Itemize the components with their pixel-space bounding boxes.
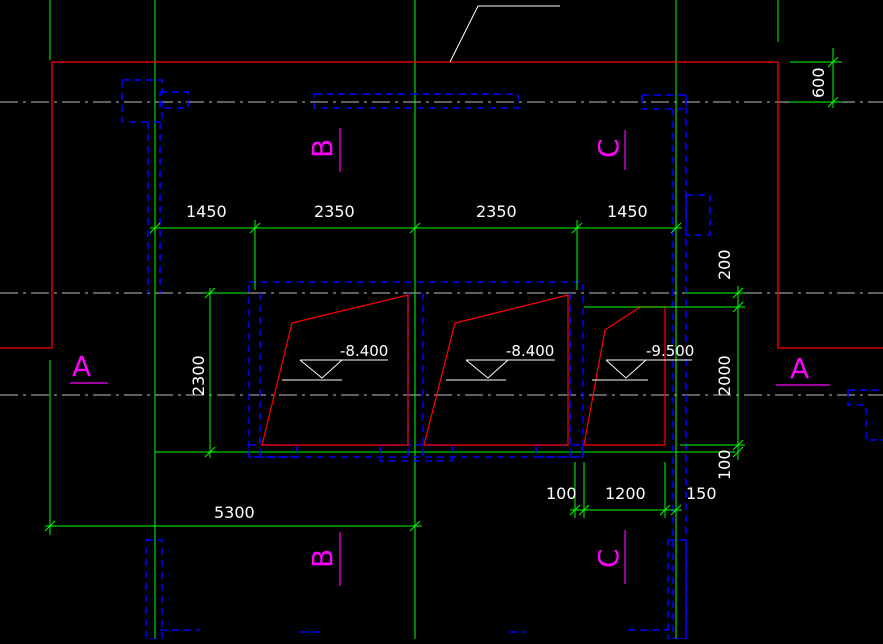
- elevation-label-pit2: -8.400: [506, 342, 554, 360]
- elevation-label-pit1: -8.400: [340, 342, 388, 360]
- pit-outer-boundary: [248, 281, 584, 458]
- pit-3: [583, 306, 666, 446]
- walls: [121, 79, 883, 640]
- dim-label-2350-left: 2350: [314, 202, 355, 221]
- elevation-marker-1: [282, 359, 388, 381]
- dim-label-2000: 2000: [715, 355, 734, 396]
- column-bottom-left: [145, 539, 163, 640]
- pit-footing-middle: [379, 444, 453, 462]
- axis-lines: [0, 101, 883, 396]
- beam-top: [313, 93, 519, 109]
- section-label-b-bottom: B: [306, 549, 339, 568]
- dim-label-100-bottom: 100: [546, 484, 577, 503]
- pits: [261, 294, 666, 446]
- column-left-cap: [159, 91, 189, 109]
- column-bottom-right: [667, 539, 687, 640]
- section-label-b-top: B: [306, 139, 339, 158]
- elevation-markers: [282, 359, 692, 381]
- pit-2: [423, 294, 569, 446]
- dim-label-2350-right: 2350: [476, 202, 517, 221]
- section-label-a-left: A: [72, 350, 91, 383]
- pit-footing-right: [535, 444, 583, 458]
- wall-step-right: [847, 390, 883, 441]
- pit-1: [261, 294, 409, 446]
- dim-label-100-vertical: 100: [715, 449, 734, 480]
- column-left-top: [121, 79, 163, 123]
- section-labels: A A B B C C: [72, 138, 809, 568]
- column-right-bracket: [685, 194, 711, 236]
- dim-label-1450-left: 1450: [186, 202, 227, 221]
- elevation-marker-3: [592, 359, 692, 381]
- building-outline: [0, 61, 883, 349]
- dim-label-1450-right: 1450: [607, 202, 648, 221]
- dim-label-600: 600: [809, 67, 828, 98]
- pit-footing-left: [248, 444, 298, 458]
- section-label-a-right: A: [790, 352, 809, 385]
- leader-line: [449, 5, 560, 63]
- dim-label-1200: 1200: [605, 484, 646, 503]
- dim-label-200: 200: [715, 249, 734, 280]
- dim-label-2300: 2300: [189, 355, 208, 396]
- elevation-labels: -8.400 -8.400 -9.500: [340, 342, 694, 360]
- section-label-c-top: C: [592, 138, 625, 158]
- dimension-lines: [44, 48, 842, 532]
- elevation-marker-2: [446, 359, 555, 381]
- elevation-label-pit3: -9.500: [646, 342, 694, 360]
- grid-lines: [49, 0, 779, 639]
- dim-label-150: 150: [686, 484, 717, 503]
- dimension-labels: 1450 2350 2350 1450 600 200 2300 2000 10…: [186, 67, 828, 522]
- dim-label-5300: 5300: [214, 503, 255, 522]
- section-label-c-bottom: C: [592, 548, 625, 568]
- section-marks: [70, 128, 830, 586]
